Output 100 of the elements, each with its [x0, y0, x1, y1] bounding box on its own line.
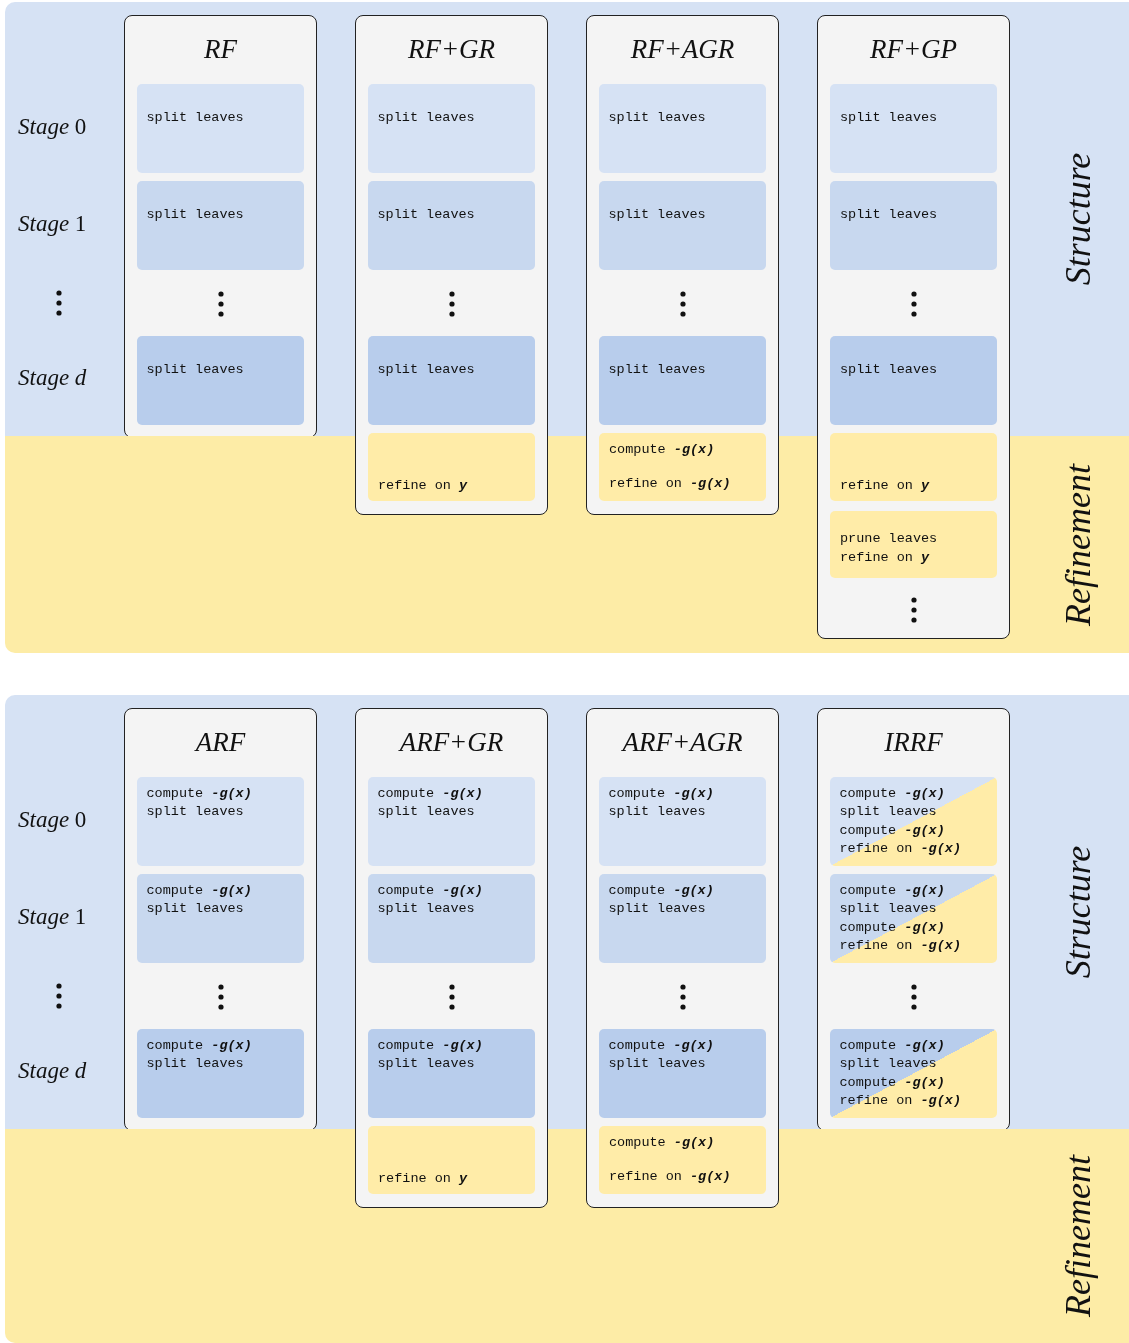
step-box [367, 776, 535, 866]
step-text: split leaves [146, 360, 245, 379]
step-box [367, 1028, 535, 1118]
stage-label: Stage 1 [18, 904, 87, 930]
step-text: split leaves [377, 108, 476, 127]
step-text: refine on y [840, 476, 931, 495]
step-box [136, 83, 304, 173]
step-text: refine on y [378, 1169, 469, 1188]
step-box [829, 873, 997, 963]
step-text: compute -g(x) [146, 1036, 253, 1055]
step-text: refine on -g(x) [609, 1167, 732, 1186]
step-box [367, 180, 535, 270]
step-box [830, 181, 997, 270]
band-label: Refinement [1057, 1155, 1099, 1317]
method-title: ARF+AGR [620, 727, 744, 758]
step-text: refine on -g(x) [839, 1092, 963, 1110]
step-text: compute -g(x) [609, 441, 716, 459]
step-box [598, 1028, 766, 1118]
step-text: split leaves [608, 205, 707, 224]
step-box [830, 433, 997, 501]
step-text: split leaves [839, 900, 938, 918]
step-box [136, 335, 304, 425]
step-text: refine on y [378, 476, 469, 495]
method-title: RF+GP [868, 34, 959, 65]
step-text: refine on -g(x) [839, 840, 963, 858]
step-box [599, 1126, 766, 1194]
method-panel [124, 15, 317, 438]
step-text: compute -g(x) [609, 1134, 716, 1152]
step-text: split leaves [608, 360, 707, 379]
stage-label: Stage 1 [18, 211, 87, 237]
step-text: compute -g(x) [839, 1073, 946, 1092]
step-box [136, 180, 304, 270]
method-panel [124, 708, 317, 1131]
step-box [368, 1126, 535, 1194]
step-box [599, 433, 766, 501]
step-text: refine on -g(x) [609, 474, 732, 493]
stage-label: Stage 0 [18, 114, 87, 140]
step-box [598, 180, 766, 270]
step-box [598, 873, 766, 963]
step-text: compute -g(x) [608, 881, 715, 900]
step-text: split leaves [839, 803, 938, 821]
method-title: RF+AGR [629, 34, 736, 65]
step-box [136, 873, 304, 963]
band-label: Structure [1057, 152, 1099, 286]
step-box [367, 335, 535, 425]
step-text: compute -g(x) [839, 1036, 946, 1055]
step-text: split leaves [146, 900, 245, 918]
step-text: compute -g(x) [839, 784, 946, 803]
step-text: split leaves [146, 1055, 245, 1073]
step-text: compute -g(x) [146, 784, 253, 803]
step-text: split leaves [608, 1055, 707, 1073]
step-text: split leaves [840, 361, 939, 379]
step-box [367, 83, 535, 173]
step-text: split leaves [146, 803, 245, 821]
step-text: compute -g(x) [839, 881, 946, 900]
step-box [368, 433, 535, 501]
step-text: split leaves [377, 360, 476, 379]
step-text: split leaves [608, 108, 707, 127]
step-text: compute -g(x) [839, 821, 946, 840]
step-box [136, 1028, 304, 1118]
step-box [136, 776, 304, 866]
step-text: split leaves [377, 900, 476, 918]
step-text: split leaves [840, 109, 939, 127]
step-text: split leaves [608, 803, 707, 821]
step-text: split leaves [377, 1055, 476, 1073]
step-box [830, 84, 997, 173]
step-text: split leaves [840, 206, 939, 224]
step-text: refine on -g(x) [839, 937, 963, 955]
step-box [598, 335, 766, 425]
step-text: compute -g(x) [146, 881, 253, 900]
stage-label: Stage d [18, 365, 87, 391]
step-box [367, 873, 535, 963]
step-box [830, 336, 997, 425]
step-text: compute -g(x) [839, 918, 946, 937]
step-text: compute -g(x) [377, 1036, 484, 1055]
step-box [598, 776, 766, 866]
band-label: Refinement [1057, 463, 1099, 626]
method-title: IRRF [883, 727, 944, 758]
step-box [830, 511, 997, 578]
band-label: Structure [1057, 845, 1099, 979]
method-title: ARF+GR [397, 727, 505, 758]
method-panel [817, 708, 1010, 1131]
step-text: compute -g(x) [608, 784, 715, 803]
step-text: prune leaves [840, 530, 939, 548]
method-title: RF [203, 34, 238, 65]
step-box [829, 1028, 997, 1118]
step-text: compute -g(x) [377, 881, 484, 900]
method-title: RF+GR [406, 34, 497, 65]
step-text: split leaves [146, 108, 245, 127]
step-text: split leaves [839, 1055, 938, 1073]
step-text: split leaves [146, 205, 245, 224]
step-box [829, 776, 997, 866]
step-text: refine on y [840, 548, 931, 567]
step-text: compute -g(x) [608, 1036, 715, 1055]
method-title: ARF [193, 727, 247, 758]
step-text: split leaves [377, 803, 476, 821]
step-text: split leaves [377, 205, 476, 224]
stage-label: Stage d [18, 1058, 87, 1084]
step-text: split leaves [608, 900, 707, 918]
step-box [598, 83, 766, 173]
